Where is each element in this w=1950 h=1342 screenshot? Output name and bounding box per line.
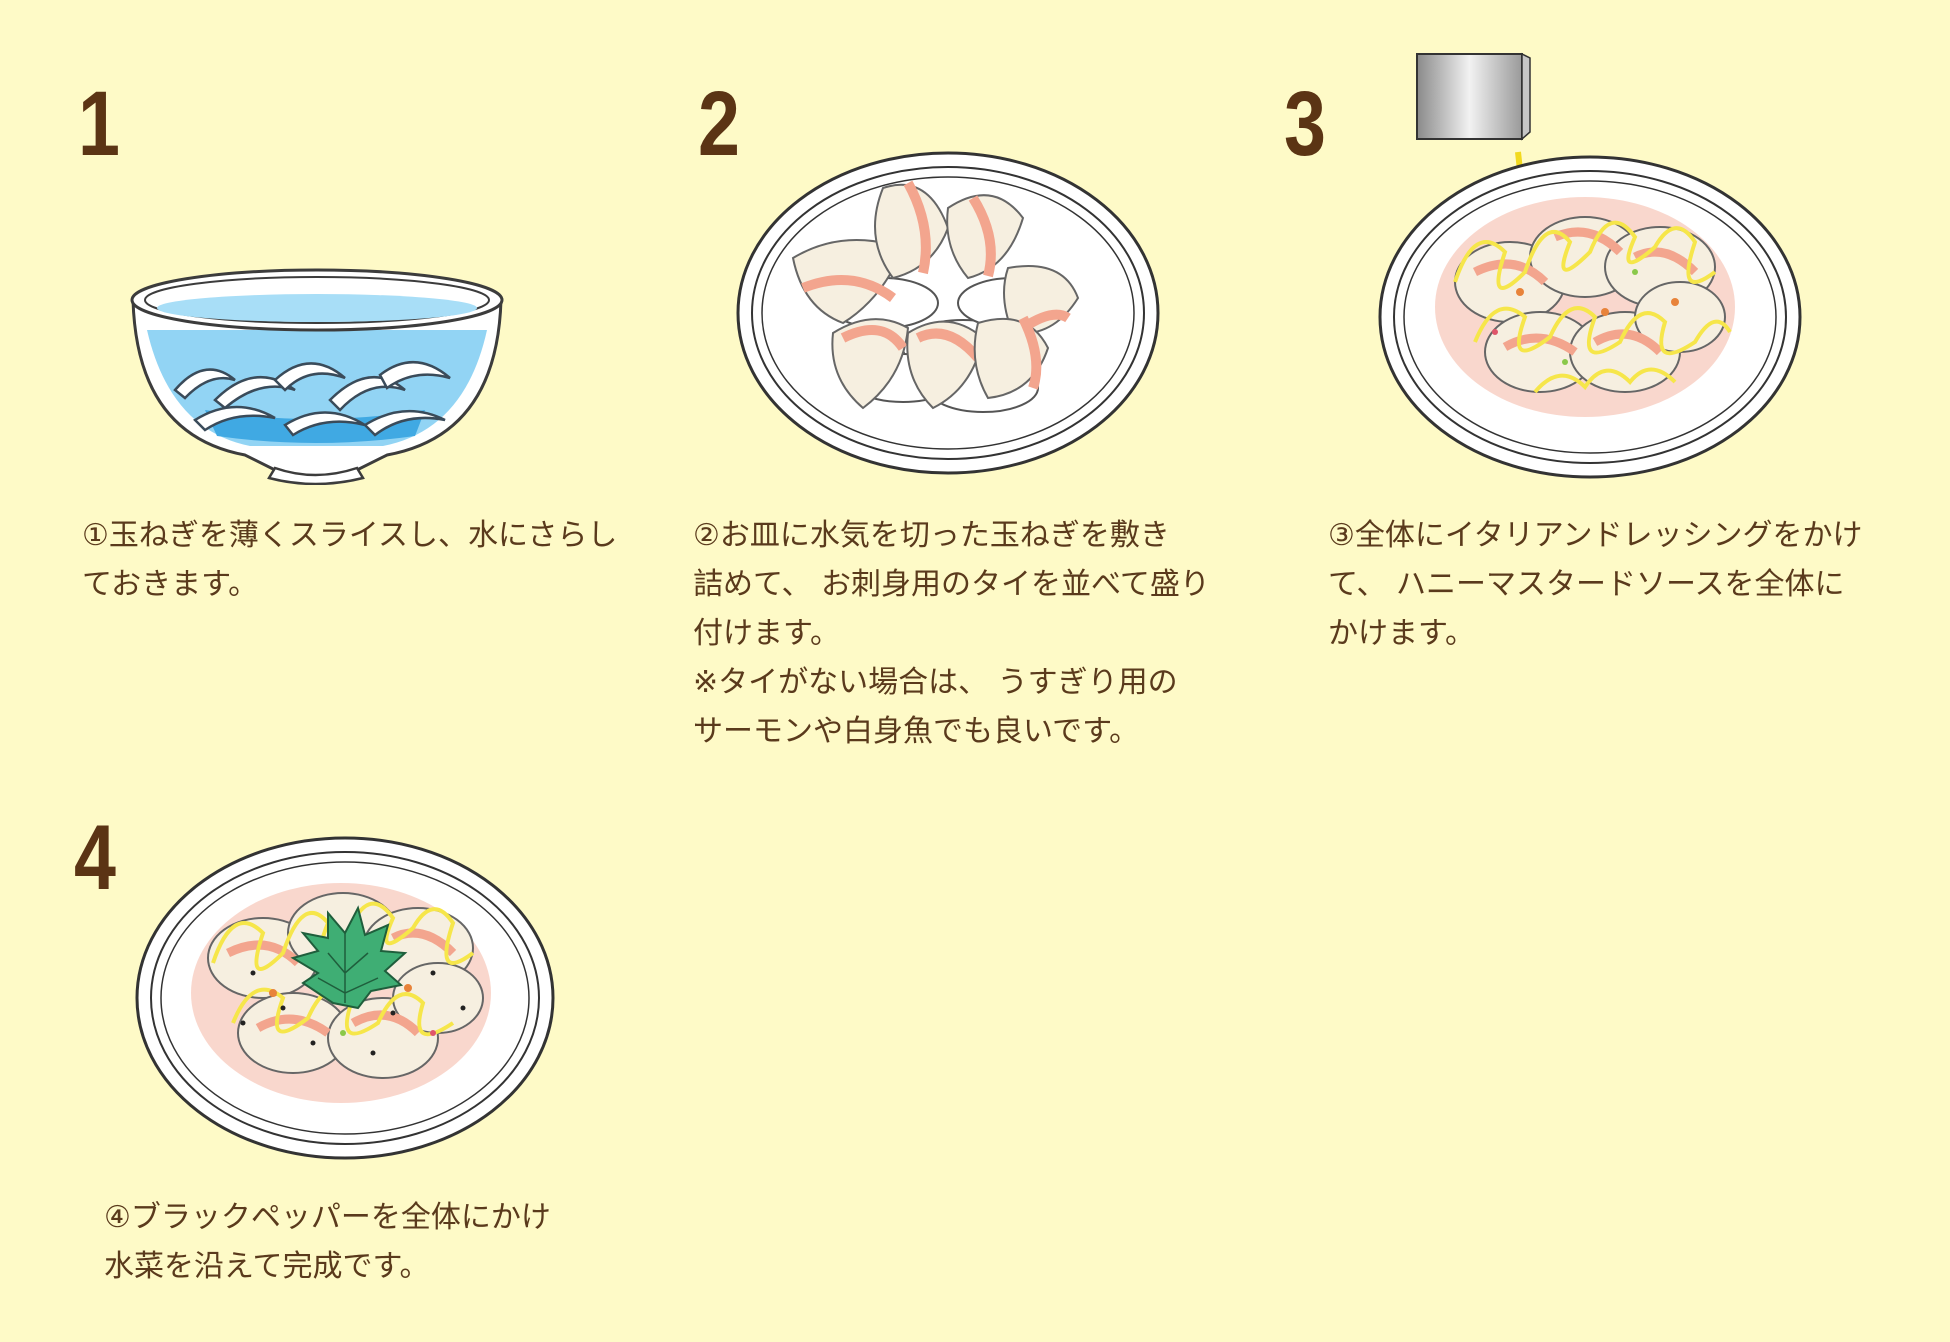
step-4-number: 4	[74, 807, 116, 909]
step-2-description: ②お皿に水気を切った玉ねぎを敷き 詰めて、 お刺身用のタイを並べて盛り 付けます…	[693, 518, 1210, 749]
step-2-number: 2	[698, 73, 740, 175]
mizuna-leaf-icon	[290, 905, 408, 1010]
step-3-number: 3	[1284, 73, 1326, 175]
step-1-description: ①玉ねぎを薄くスライスし、水にさらし ておきます。	[82, 518, 618, 602]
plate-with-sauce-illustration	[1378, 52, 1802, 479]
plate-with-fish-illustration	[736, 151, 1160, 475]
step-1-number: 1	[78, 73, 120, 175]
finished-dish-illustration	[135, 836, 555, 1160]
step-3-description: ③全体にイタリアンドレッシングをかけ て、 ハニーマスタードソースを全体に かけ…	[1328, 518, 1863, 651]
step-4-description: ④ブラックペッパーを全体にかけ 水菜を沿えて完成です。	[104, 1200, 551, 1284]
bowl-with-onions-illustration	[130, 268, 504, 485]
